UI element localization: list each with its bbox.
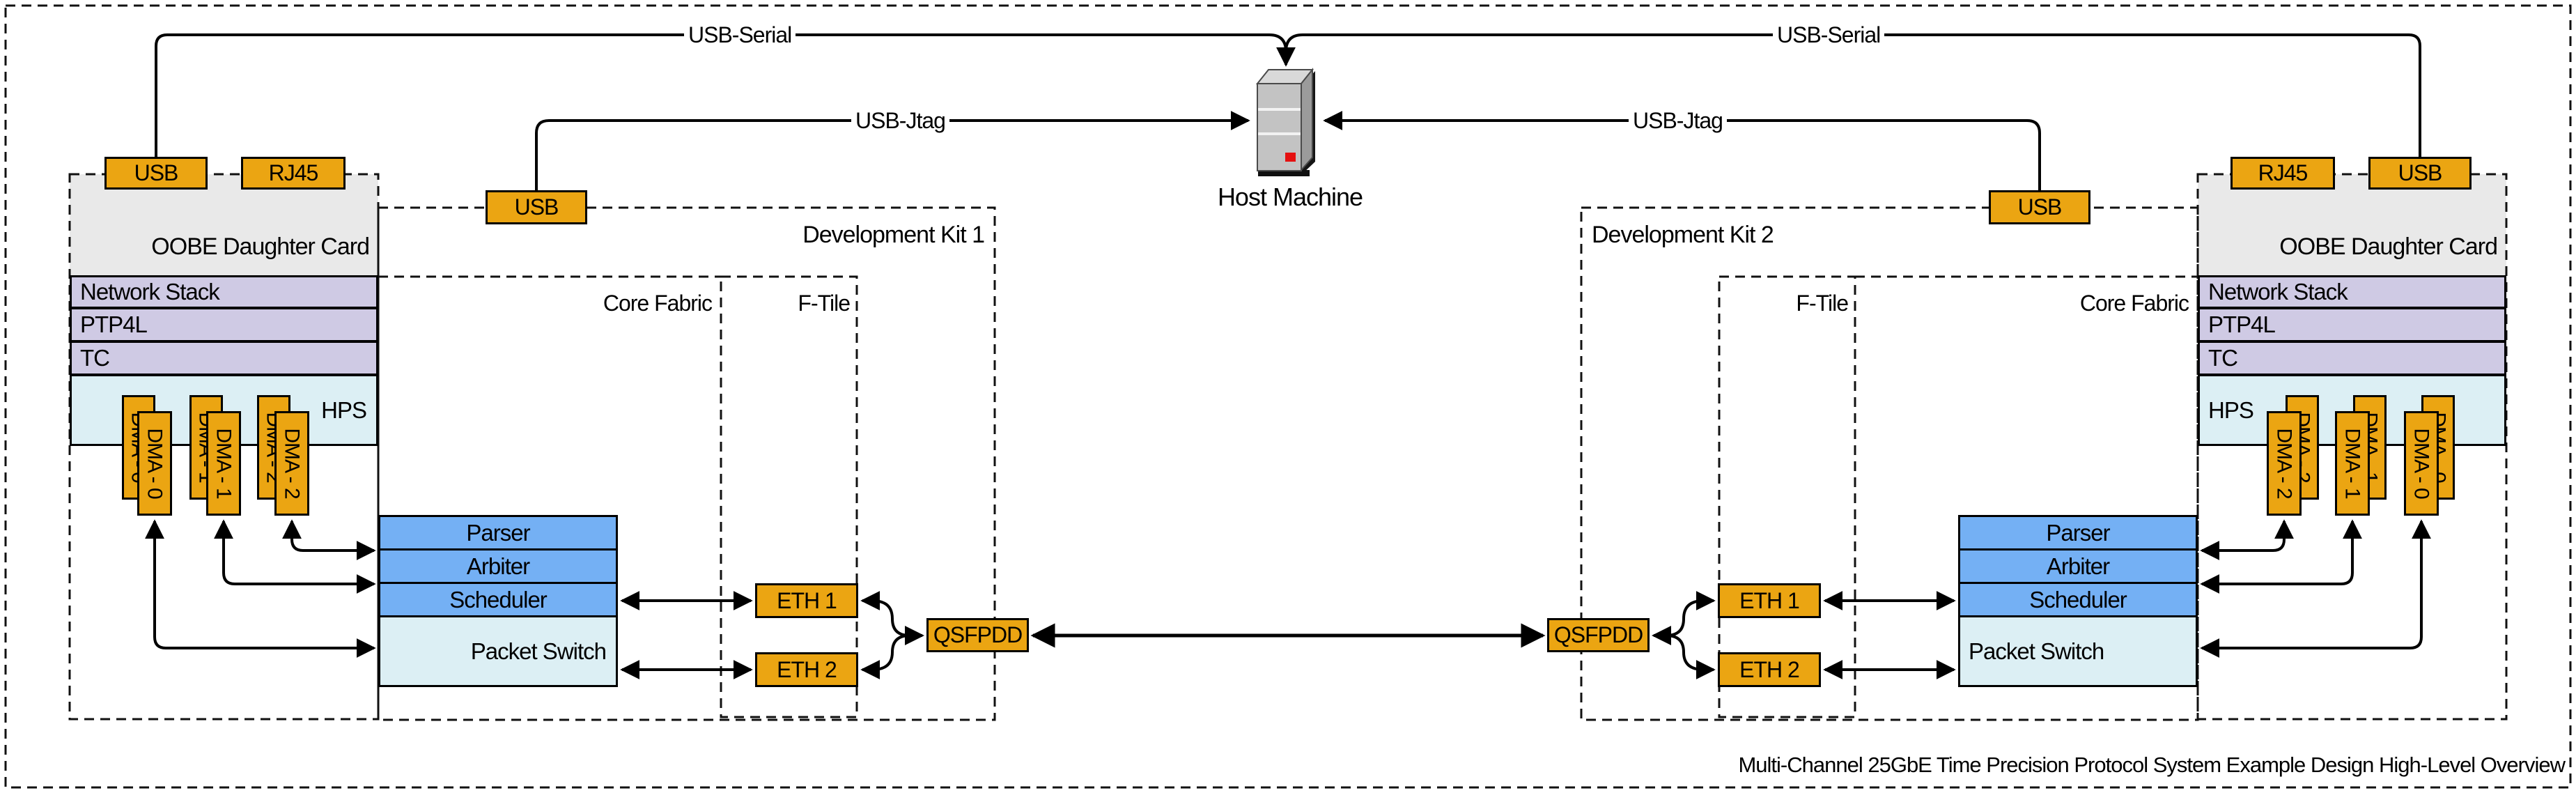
usb-port-kit-1: USB — [486, 190, 587, 224]
rj45-port-card-left: RJ45 — [241, 157, 346, 190]
arbiter-row-kit1: Arbiter — [378, 548, 618, 584]
dev-kit-1-label: Development Kit 1 — [802, 222, 985, 248]
dma-1-right: DMA - 1 — [2335, 411, 2370, 516]
oobe-card-title-left: OOBE Daughter Card — [151, 233, 370, 260]
eth1-qsfpdd-wire-left — [860, 591, 924, 645]
dev-kit-2-boundary — [1580, 206, 2199, 721]
f-tile-boundary-1 — [720, 275, 858, 718]
dma-2-left: DMA - 2 — [274, 411, 309, 516]
f-tile-boundary-2 — [1718, 275, 1856, 718]
eth1-kit2: ETH 1 — [1718, 583, 1821, 618]
dev-kit-2-label: Development Kit 2 — [1592, 222, 1774, 248]
ptp4l-row-left: PTP4L — [70, 307, 378, 342]
power-led — [1285, 153, 1296, 162]
eth2-qsfpdd-wire-left — [860, 626, 924, 679]
dma2-wire-right — [2200, 519, 2294, 560]
dma0-wire-left — [145, 519, 376, 658]
qsfpdd-kit1: QSFPDD — [926, 618, 1029, 652]
oobe-card-body-right — [2198, 174, 2506, 279]
host-machine-icon — [1255, 68, 1315, 176]
usb-serial-wire-right — [1285, 33, 2421, 157]
eth2-kit2: ETH 2 — [1718, 652, 1821, 687]
network-stack-row-right: Network Stack — [2198, 275, 2506, 309]
dma-0-left: DMA - 0 — [137, 411, 172, 516]
scheduler-row-kit2: Scheduler — [1958, 582, 2198, 617]
eth2-kit1: ETH 2 — [755, 652, 858, 687]
eth1-qsfpdd-wire-right — [1652, 591, 1716, 645]
f-tile-label-1: F-Tile — [798, 291, 851, 316]
parser-row-kit2: Parser — [1958, 515, 2198, 551]
network-stack-row-left: Network Stack — [70, 275, 378, 309]
dma-1-left: DMA - 1 — [206, 411, 241, 516]
usb-port-kit-2: USB — [1989, 190, 2090, 224]
usb-jtag-label-left: USB-Jtag — [851, 105, 949, 136]
usb-jtag-wire-left — [535, 111, 1250, 190]
tc-row-left: TC — [70, 341, 378, 376]
arbiter-row-kit2: Arbiter — [1958, 548, 2198, 584]
usb-jtag-wire-right — [1323, 111, 2041, 190]
eth2-qsfpdd-wire-right — [1652, 626, 1716, 679]
oobe-card-body-left — [70, 174, 378, 279]
parser-row-kit1: Parser — [378, 515, 618, 551]
usb-serial-label-right: USB-Serial — [1773, 20, 1885, 50]
qsfpdd-kit2: QSFPDD — [1547, 618, 1650, 652]
packet-switch-kit2: Packet Switch — [1958, 615, 2198, 687]
eth1-kit1: ETH 1 — [755, 583, 858, 618]
host-machine-label: Host Machine — [1217, 183, 1363, 211]
scheduler-row-kit1: Scheduler — [378, 582, 618, 617]
dma0-wire-right — [2200, 519, 2431, 658]
dma2-wire-left — [282, 519, 376, 560]
oobe-card-title-right: OOBE Daughter Card — [2279, 233, 2498, 260]
ptp4l-row-right: PTP4L — [2198, 307, 2506, 342]
usb-port-card-left: USB — [104, 157, 208, 190]
rj45-port-card-right: RJ45 — [2230, 157, 2335, 190]
f-tile-label-2: F-Tile — [1796, 291, 1849, 316]
oobe-card-boundary-left — [68, 173, 380, 721]
usb-serial-label-left: USB-Serial — [684, 20, 796, 50]
dma-2-right: DMA - 2 — [2267, 411, 2302, 516]
diagram-title: Multi-Channel 25GbE Time Precision Proto… — [1738, 753, 2566, 777]
dma-0-right: DMA - 0 — [2404, 411, 2439, 516]
core-fabric-label-2: Core Fabric — [2079, 291, 2189, 316]
outer-frame — [4, 4, 2572, 789]
usb-port-card-right: USB — [2368, 157, 2472, 190]
usb-serial-wire-left — [155, 33, 1296, 157]
usb-jtag-label-right: USB-Jtag — [1629, 105, 1727, 136]
packet-switch-kit1: Packet Switch — [378, 615, 618, 687]
tc-row-right: TC — [2198, 341, 2506, 376]
dev-kit-1-boundary — [377, 206, 996, 721]
dma1-wire-right — [2200, 519, 2362, 594]
dma1-wire-left — [214, 519, 376, 594]
core-fabric-label-1: Core Fabric — [603, 291, 713, 316]
